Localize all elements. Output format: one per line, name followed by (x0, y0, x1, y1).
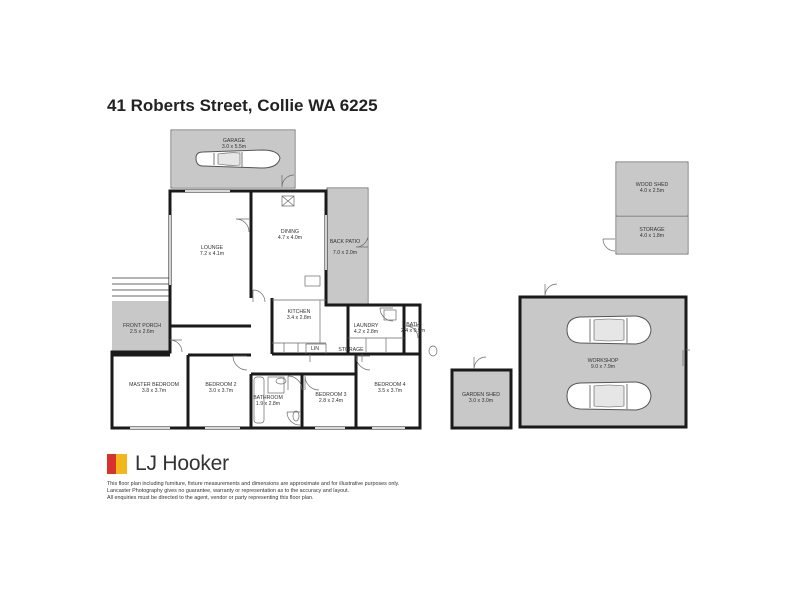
brand-name: LJ Hooker (135, 452, 229, 475)
door-swing-icon (232, 355, 248, 371)
room-name-kitchen: KITCHEN (288, 309, 311, 315)
room-size-workshop: 9.0 x 7.9m (591, 364, 615, 370)
door-swing-icon (405, 325, 419, 339)
room-size-bedroom2: 3.0 x 3.7m (209, 388, 233, 394)
door-swing-icon (544, 283, 558, 297)
door-swing-icon (281, 174, 295, 188)
room-size-bedroom3: 2.8 x 2.4m (319, 398, 343, 404)
room-size-lounge: 7.2 x 4.1m (200, 251, 224, 257)
room-size-garage: 3.0 x 5.5m (222, 144, 246, 150)
storage-shed-outline (615, 215, 689, 255)
room-name-garage: GARAGE (223, 138, 246, 144)
room-name-laundry: LAUNDRY (354, 323, 379, 329)
room-name-bath: BATH (406, 322, 420, 328)
room-size-bathroom: 1.9 x 2.8m (256, 401, 280, 407)
room-name-lin: LIN (311, 346, 319, 352)
room-size-laundry: 4.2 x 2.8m (354, 329, 378, 335)
storage-shed-floor (617, 216, 687, 253)
room-name-garden-shed: GARDEN SHED (462, 392, 500, 398)
kitchen-bench (272, 299, 326, 352)
car-icon (195, 149, 281, 169)
toilet-icon (292, 410, 300, 422)
room-size-storage-shed: 4.0 x 1.8m (640, 233, 664, 239)
room-name-master-bedroom: MASTER BEDROOM (129, 382, 179, 388)
room-size-master-bedroom: 3.8 x 3.7m (142, 388, 166, 394)
room-name-bedroom3: BEDROOM 3 (315, 392, 346, 398)
front-porch-floor (112, 301, 170, 353)
back-patio-floor (327, 189, 367, 304)
lin-cupboard (305, 343, 327, 354)
garden-shed-floor (452, 370, 511, 428)
room-size-bath: 2.4 x 0.9m (401, 328, 425, 334)
room-name-bedroom4: BEDROOM 4 (374, 382, 405, 388)
disclaimer: This floor plan including furniture, fix… (107, 481, 399, 502)
room-name-back-patio: BACK PATIO (330, 239, 360, 245)
wood-shed-floor (617, 163, 687, 215)
sink-icon (275, 377, 287, 385)
room-name-bedroom2: BEDROOM 2 (205, 382, 236, 388)
room-size-garden-shed: 3.0 x 3.0m (469, 398, 493, 404)
brand-logo: LJ Hooker (107, 452, 229, 476)
garage-outline (170, 129, 296, 189)
car-icon (566, 315, 652, 345)
bathtub-icon (253, 376, 265, 424)
room-name-wood-shed: WOOD SHED (636, 182, 669, 188)
car-icon (566, 381, 652, 411)
room-name-lounge: LOUNGE (201, 245, 223, 251)
door-swing-icon (355, 355, 371, 371)
fixtures (253, 195, 438, 424)
workshop-walls (518, 295, 688, 429)
room-name-workshop: WORKSHOP (588, 358, 619, 364)
storage-shelves (309, 354, 363, 362)
laundry-bench (348, 337, 404, 352)
window-lines (130, 190, 405, 429)
door-swing-icon (287, 375, 303, 391)
disclaimer-line: All enquiries must be directed to the ag… (107, 495, 314, 501)
room-size-wood-shed: 4.0 x 2.5m (640, 188, 664, 194)
doors (169, 174, 690, 426)
hatched-areas (112, 131, 687, 428)
door-swing-icon (355, 234, 369, 248)
room-name-front-porch: FRONT PORCH (123, 323, 161, 329)
stove-icon (281, 195, 295, 207)
room-size-kitchen: 3.4 x 2.8m (287, 315, 311, 321)
door-swing-icon (602, 238, 616, 252)
garden-shed-walls (450, 368, 513, 430)
door-swing-icon (235, 218, 250, 233)
room-name-bathroom: BATHROOM (253, 395, 283, 401)
door-swing-icon (252, 289, 266, 303)
disclaimer-line: Lancaster Photography gives no guarantee… (107, 488, 350, 494)
room-size-bedroom4: 3.5 x 3.7m (378, 388, 402, 394)
laundry-trough (383, 309, 397, 321)
logo-mark-icon (107, 454, 127, 474)
door-swing-icon (169, 339, 183, 353)
room-name-storage-shed: STORAGE (639, 227, 665, 233)
door-swing-icon (473, 356, 487, 370)
room-size-back-patio: 7.0 x 2.0m (333, 250, 357, 256)
room-labels: GARAGE 3.0 x 5.5m LOUNGE 7.2 x 4.1m DINI… (123, 138, 669, 407)
door-swing-icon (682, 349, 690, 366)
door-swing-icon (304, 375, 320, 391)
room-size-front-porch: 2.5 x 2.6m (130, 329, 154, 335)
outbuilding-walls (450, 295, 688, 430)
porch-steps (112, 277, 170, 297)
room-size-dining: 4.7 x 4.0m (278, 235, 302, 241)
sink-icon (304, 275, 321, 287)
page-title: 41 Roberts Street, Collie WA 6225 (107, 96, 378, 115)
toilet-icon (428, 345, 438, 357)
room-name-dining: DINING (281, 229, 299, 235)
room-name-storage-hall: STORAGE (338, 347, 364, 353)
shower (267, 376, 285, 394)
disclaimer-line: This floor plan including furniture, fix… (107, 481, 400, 487)
